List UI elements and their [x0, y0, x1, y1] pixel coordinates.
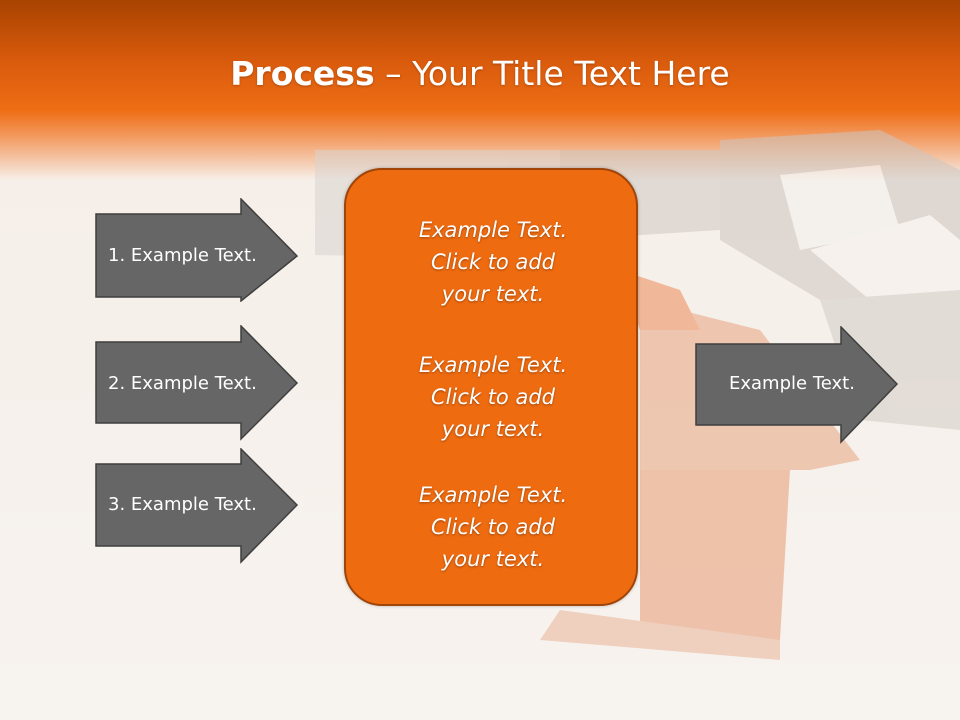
item-line: your text. — [441, 417, 545, 441]
left-arrow-2-label: 2. Example Text. — [108, 373, 257, 394]
item-line: your text. — [441, 282, 545, 306]
item-line: Click to add — [430, 385, 555, 409]
item-line: Example Text. — [418, 218, 568, 242]
item-line: Click to add — [430, 250, 555, 274]
center-text-item-3[interactable]: Example Text. Click to add your text. — [346, 479, 640, 575]
right-arrow[interactable] — [695, 326, 899, 444]
item-line: Example Text. — [418, 353, 568, 377]
title-dash: – — [385, 54, 402, 93]
left-arrow-3[interactable] — [95, 448, 299, 564]
item-line: Example Text. — [418, 483, 568, 507]
slide-title: Process – Your Title Text Here — [0, 52, 960, 96]
title-bold: Process — [230, 54, 375, 93]
item-line: your text. — [441, 547, 545, 571]
left-arrow-3-label: 3. Example Text. — [108, 494, 257, 515]
center-text-item-2[interactable]: Example Text. Click to add your text. — [346, 349, 640, 445]
center-text-item-1[interactable]: Example Text. Click to add your text. — [346, 214, 640, 310]
item-line: Click to add — [430, 515, 555, 539]
left-arrow-1[interactable] — [95, 198, 299, 302]
center-text-box[interactable]: Example Text. Click to add your text. Ex… — [344, 168, 638, 606]
left-arrow-1-label: 1. Example Text. — [108, 245, 257, 266]
left-arrow-2[interactable] — [95, 325, 299, 441]
right-arrow-label: Example Text. — [729, 373, 855, 394]
title-rest: Your Title Text Here — [412, 54, 730, 93]
